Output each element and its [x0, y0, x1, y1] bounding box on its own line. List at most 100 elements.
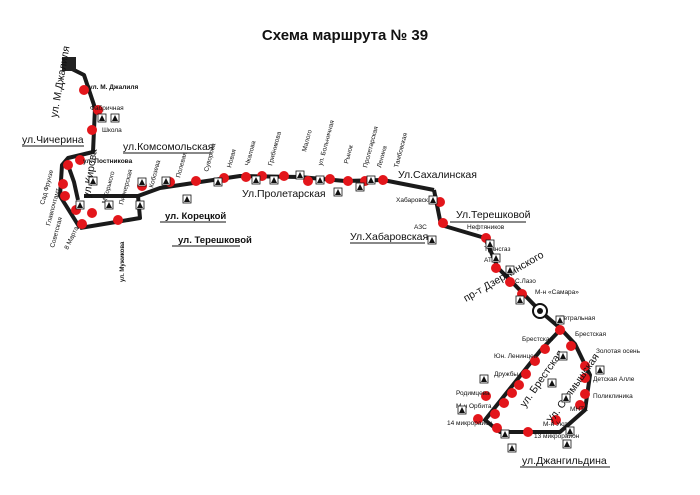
stop-label: М-н Уют — [543, 421, 568, 428]
stop-dot — [75, 155, 85, 165]
stop-label: Грибникова — [266, 130, 283, 166]
crossing-triangle-icon — [557, 317, 563, 323]
stop-dot — [505, 277, 515, 287]
stop-dot — [490, 409, 500, 419]
stop-dot — [87, 125, 97, 135]
stop-label: Рынок — [343, 144, 355, 164]
stop-label: ул. М. Джалиля — [89, 84, 138, 91]
stop-dot — [540, 344, 550, 354]
crossing-triangle-icon — [163, 178, 169, 184]
crossing-triangle-icon — [564, 441, 570, 447]
stop-label: ул. Мужикова — [120, 241, 126, 282]
stop-label: С.Лазо — [515, 278, 536, 285]
stop-dot — [378, 175, 388, 185]
crossing-triangle-icon — [137, 202, 143, 208]
crossing-triangle-icon — [335, 189, 341, 195]
stop-label: 8 Марта — [63, 225, 80, 251]
stop-dot — [580, 361, 590, 371]
stop-dot — [60, 191, 70, 201]
crossing-triangle-icon — [517, 297, 523, 303]
stop-dot — [77, 219, 87, 229]
crossing-triangle-icon — [509, 445, 515, 451]
crossing-triangle-icon — [597, 367, 603, 373]
crossing-triangle-icon — [139, 179, 145, 185]
stop-label: Трансгаз — [484, 246, 510, 253]
crossing-triangle-icon — [549, 380, 555, 386]
stop-dot — [87, 208, 97, 218]
stop-dot — [580, 389, 590, 399]
crossing-triangle-icon — [493, 255, 499, 261]
stop-dot — [93, 105, 103, 115]
stop-label: Кобозева — [147, 159, 162, 189]
stop-label: АТП — [484, 257, 497, 264]
stop-dot — [343, 176, 353, 186]
stop-dot — [303, 176, 313, 186]
stop-label: Чкалова — [244, 140, 257, 167]
stop-label: Пионерская — [118, 168, 134, 205]
street-label-dzhalilya: ул. М.Джалиля — [48, 45, 72, 118]
stop-label: М-н «Самара» — [535, 289, 579, 296]
stop-label: Фабричная — [90, 104, 124, 112]
stop-label: 13 микрорайон — [534, 432, 580, 440]
stop-label: Поликлиника — [593, 393, 633, 400]
stop-label: Тамбовская — [392, 131, 409, 168]
stop-label: Малого — [301, 129, 314, 153]
stop-dot — [325, 174, 335, 184]
crossing-triangle-icon — [459, 407, 465, 413]
crossing-triangle-icon — [563, 395, 569, 401]
stop-dot — [555, 325, 565, 335]
crossing-triangle-icon — [106, 202, 112, 208]
stop-dot — [438, 218, 448, 228]
stop-dot — [530, 356, 540, 366]
crossing-triangle-icon — [481, 376, 487, 382]
stop-dot — [523, 427, 533, 437]
crossing-triangle-icon — [502, 431, 508, 437]
crossing-triangle-icon — [253, 177, 259, 183]
street-label-komsomolskaya: ул.Комсомольская — [123, 141, 213, 153]
stop-label: Детская Алле — [593, 376, 635, 383]
crossing-triangle-icon — [99, 115, 105, 121]
stop-label: М.Горького — [101, 170, 116, 204]
street-label-tereshkovoy-west: ул. Терешковой — [178, 235, 252, 246]
stop-label: Юн. Ленинцев — [494, 353, 538, 360]
stop-dot — [113, 215, 123, 225]
stop-dot — [551, 415, 561, 425]
stop-dot — [492, 423, 502, 433]
street-label-sakhalinskaya: Ул.Сахалинская — [398, 169, 477, 181]
street-label-proletarskaya: Ул.Пролетарская — [242, 188, 326, 200]
stop-dot — [79, 85, 89, 95]
stop-label: Хабаровская — [396, 196, 436, 204]
stop-label: МНТК — [570, 406, 588, 413]
stop-label: Брестская — [575, 331, 607, 338]
terminus-marker — [62, 57, 76, 71]
stop-dot — [507, 388, 517, 398]
stop-dot — [521, 369, 531, 379]
crossing-triangle-icon — [567, 428, 573, 434]
stop-label: Школа — [102, 127, 122, 134]
crossing-triangle-icon — [560, 353, 566, 359]
stop-dot — [191, 176, 201, 186]
crossing-triangle-icon — [430, 197, 436, 203]
street-label-chicherina: ул.Чичерина — [22, 134, 84, 146]
street-label-dzhangildina: ул.Джангильдина — [522, 455, 607, 467]
crossing-triangle-icon — [271, 177, 277, 183]
crossing-triangle-icon — [357, 184, 363, 190]
stop-label: Ленина — [376, 145, 389, 169]
stop-dots — [58, 85, 590, 437]
stop-dot — [481, 391, 491, 401]
stop-dot — [58, 179, 68, 189]
crossing-triangle-icon — [77, 202, 83, 208]
crossing-triangle-icon — [90, 178, 96, 184]
stop-label: ул. Постникова — [83, 158, 133, 165]
crossing-triangle-icon — [297, 172, 303, 178]
stop-label: Полевая — [175, 151, 189, 178]
stop-label: Дружбы — [494, 370, 518, 378]
stop-label: АЗС — [414, 224, 427, 231]
page-title: Схема маршрута № 39 — [262, 27, 428, 44]
stop-dot — [241, 172, 251, 182]
crossing-triangle-icon — [184, 196, 190, 202]
stop-dot — [575, 400, 585, 410]
stop-dot — [435, 197, 445, 207]
crossing-triangle-icon — [317, 177, 323, 183]
